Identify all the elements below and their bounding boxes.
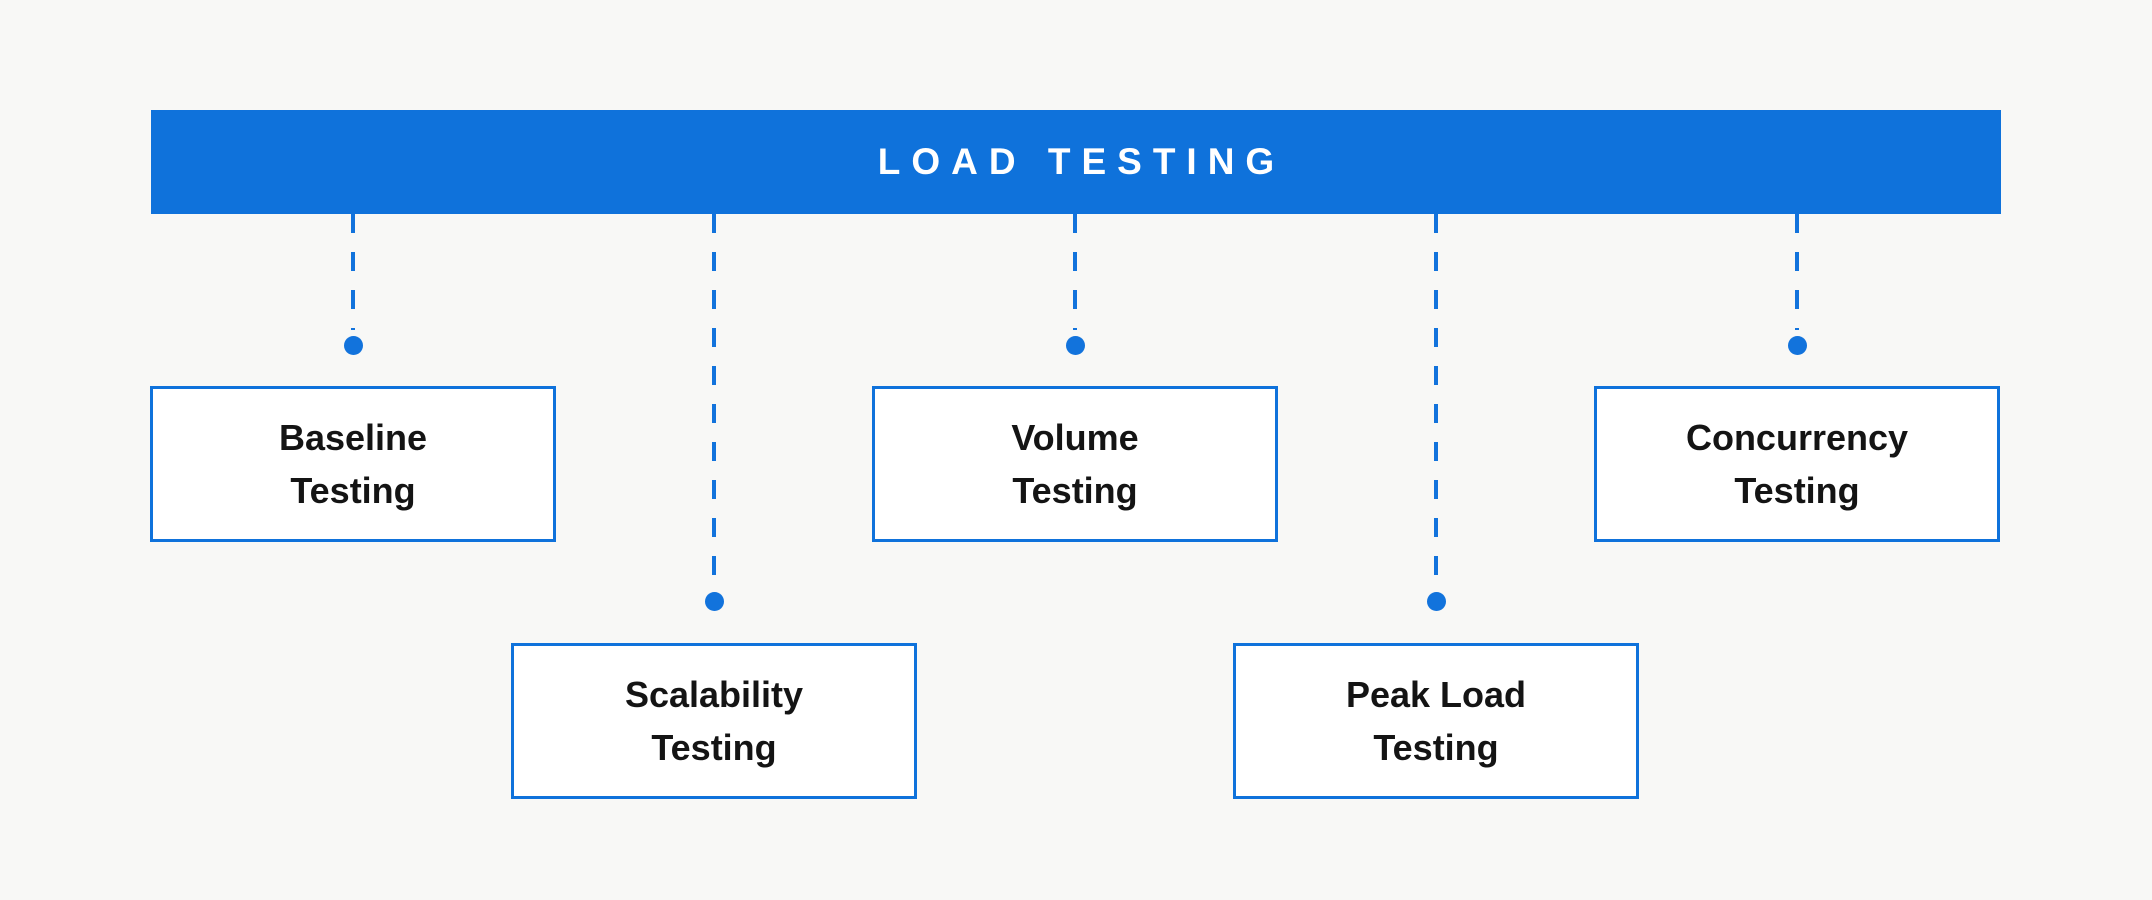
node-label-line: Scalability xyxy=(624,674,804,715)
connector-dot-baseline xyxy=(343,336,363,355)
diagram-title: LOAD TESTING xyxy=(877,141,1286,182)
node-label-line: Testing xyxy=(651,727,777,768)
node-label-line: Concurrency xyxy=(1685,417,1909,458)
node-scalability-testing: Scalability Testing xyxy=(511,643,917,799)
connector-line-baseline xyxy=(351,214,355,330)
node-label-line: Testing xyxy=(290,470,416,511)
node-concurrency-testing: Concurrency Testing xyxy=(1594,386,2000,542)
node-label-line: Baseline xyxy=(278,417,428,458)
connector-dot-concurrency xyxy=(1787,336,1807,355)
node-label-line: Volume xyxy=(1011,417,1139,458)
load-testing-header: LOAD TESTING xyxy=(151,110,2001,214)
connector-line-volume xyxy=(1073,214,1077,330)
node-label-line: Testing xyxy=(1012,470,1138,511)
node-label-line: Testing xyxy=(1734,470,1860,511)
node-baseline-testing: Baseline Testing xyxy=(150,386,556,542)
node-volume-testing: Volume Testing xyxy=(872,386,1278,542)
connector-line-scalability xyxy=(712,214,716,586)
node-label-line: Peak Load xyxy=(1345,674,1527,715)
node-label-line: Testing xyxy=(1373,727,1499,768)
connector-dot-volume xyxy=(1065,336,1085,355)
connector-dot-scalability xyxy=(704,592,724,611)
node-peak-load-testing: Peak Load Testing xyxy=(1233,643,1639,799)
connector-line-peak-load xyxy=(1434,214,1438,586)
connector-line-concurrency xyxy=(1795,214,1799,330)
connector-dot-peak-load xyxy=(1426,592,1446,611)
